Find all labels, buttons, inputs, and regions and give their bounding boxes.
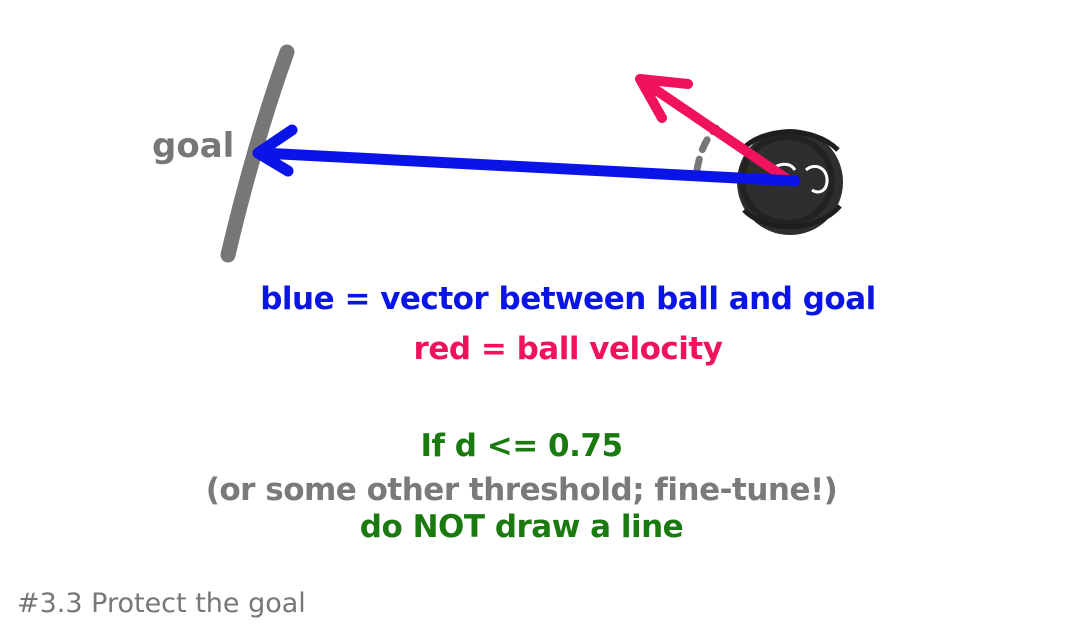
condition-line-1: If d <= 0.75 <box>420 428 623 464</box>
goal-line <box>220 44 295 263</box>
legend-blue: blue = vector between ball and goal <box>260 281 876 317</box>
ball-to-goal-arrow <box>252 124 801 187</box>
goal-label: goal <box>152 126 235 166</box>
condition-line-2: (or some other threshold; fine-tune!) <box>205 472 838 508</box>
condition-line-3: do NOT draw a line <box>359 509 684 545</box>
legend-red: red = ball velocity <box>413 331 723 367</box>
velocity-arrow <box>635 74 795 186</box>
slide-caption: #3.3 Protect the goal <box>17 588 306 619</box>
